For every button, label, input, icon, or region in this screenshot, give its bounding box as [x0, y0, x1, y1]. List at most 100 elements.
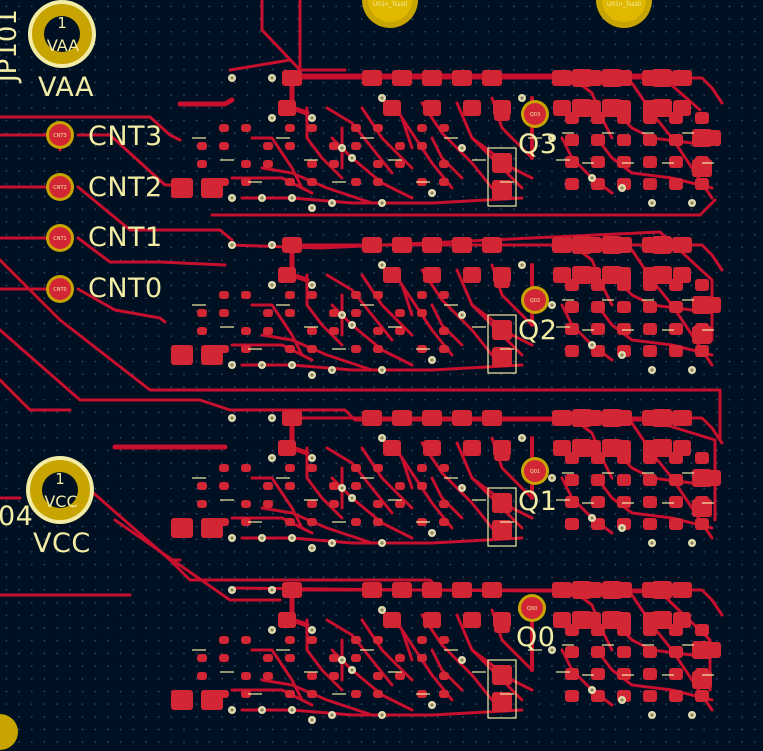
smd-pad	[602, 99, 622, 117]
smd-pad	[602, 69, 622, 87]
input-pad-cnt0[interactable]: CNT0	[46, 275, 74, 303]
smd-pad	[652, 69, 672, 87]
cnt3-label: CNT3	[88, 121, 163, 152]
smd-pad	[422, 582, 442, 598]
smd-pad	[482, 582, 502, 598]
smd-pad	[452, 237, 472, 253]
smd-pad	[602, 439, 622, 457]
smd-pad	[282, 582, 302, 598]
smd-pad	[492, 153, 512, 173]
smd-pad	[652, 236, 672, 254]
counter-stage-1	[171, 409, 724, 547]
smd-pad	[692, 499, 712, 517]
smd-pad	[362, 410, 382, 426]
svg-text:Q03: Q03	[530, 112, 540, 118]
vcc-connector-pad[interactable]: 1 VCC	[26, 456, 94, 524]
smd-pad	[552, 582, 572, 598]
smd-pad	[692, 671, 712, 689]
smd-pad	[602, 581, 622, 599]
bottom-left-pad[interactable]	[0, 714, 18, 750]
smd-pad	[362, 582, 382, 598]
smd-pad	[422, 237, 442, 253]
smd-pad	[552, 70, 572, 86]
output-pad-q3[interactable]: Q03	[521, 100, 549, 128]
smd-pad	[392, 70, 412, 86]
svg-text:Q01: Q01	[530, 469, 540, 475]
svg-text:CNT2: CNT2	[53, 185, 66, 191]
smd-pad	[494, 445, 510, 461]
svg-text:Q00: Q00	[527, 606, 537, 612]
smd-pad	[602, 236, 622, 254]
svg-text:CNT1: CNT1	[53, 236, 66, 242]
smd-pad	[278, 440, 296, 456]
smd-pad	[392, 237, 412, 253]
smd-pad	[463, 440, 481, 456]
output-pad-q0[interactable]: Q00	[518, 594, 546, 622]
smd-pad	[494, 105, 510, 121]
smd-pad	[492, 493, 512, 513]
smd-pad	[392, 582, 412, 598]
smd-pad	[572, 581, 592, 599]
smd-pad	[692, 159, 712, 177]
smd-pad	[494, 272, 510, 288]
smd-pad	[602, 266, 622, 284]
smd-pad	[672, 410, 692, 426]
smd-pad	[463, 612, 481, 628]
smd-pad	[423, 440, 441, 456]
input-pad-cnt3[interactable]: CNT3	[46, 121, 74, 149]
smd-pad	[362, 237, 382, 253]
smd-pad	[392, 410, 412, 426]
svg-text:Q02: Q02	[530, 298, 540, 304]
smd-pad	[362, 70, 382, 86]
smd-pad	[692, 296, 712, 314]
cnt1-label: CNT1	[88, 222, 163, 253]
smd-pad	[692, 469, 712, 487]
smd-pad	[452, 582, 472, 598]
smd-pad	[278, 267, 296, 283]
smd-pad	[652, 99, 672, 117]
vaa-connector-pad[interactable]: 1 VAA	[28, 0, 96, 68]
smd-pad	[278, 612, 296, 628]
smd-pad	[652, 409, 672, 427]
smd-pad	[652, 611, 672, 629]
smd-pad	[463, 100, 481, 116]
smd-pad	[282, 410, 302, 426]
smd-pad	[602, 611, 622, 629]
smd-pad	[572, 99, 592, 117]
smd-pad	[672, 70, 692, 86]
smd-pad	[572, 611, 592, 629]
smd-pad	[463, 267, 481, 283]
smd-pad	[552, 410, 572, 426]
q3-label: Q3	[518, 129, 558, 160]
smd-pad	[553, 100, 571, 116]
q0-label: Q0	[516, 622, 556, 653]
top-pad-1[interactable]: U01n_Tsssll	[362, 0, 418, 28]
svg-text:CNT0: CNT0	[53, 287, 66, 293]
smd-pad	[482, 410, 502, 426]
vaa-pin-number: 1	[57, 14, 67, 32]
smd-pad	[423, 100, 441, 116]
output-pad-q2[interactable]: Q02	[521, 286, 549, 314]
input-pad-cnt2[interactable]: CNT2	[46, 173, 74, 201]
top-pad-2[interactable]: U01n_Tsssll	[596, 0, 652, 28]
smd-pad	[482, 70, 502, 86]
q1-label: Q1	[518, 486, 558, 517]
smd-pad	[482, 237, 502, 253]
smd-pad	[492, 320, 512, 340]
smd-pad	[201, 518, 223, 538]
smd-pad	[171, 345, 193, 365]
smd-pad	[282, 70, 302, 86]
cnt0-label: CNT0	[88, 273, 163, 304]
smd-pad	[652, 266, 672, 284]
cnt2-label: CNT2	[88, 172, 163, 203]
smd-pad	[572, 409, 592, 427]
svg-text:U01n_Tsssll: U01n_Tsssll	[607, 1, 642, 8]
smd-pad	[423, 267, 441, 283]
smd-pad	[422, 410, 442, 426]
output-pad-q1[interactable]: Q01	[521, 457, 549, 485]
input-pad-cnt1[interactable]: CNT1	[46, 224, 74, 252]
smd-pad	[652, 581, 672, 599]
